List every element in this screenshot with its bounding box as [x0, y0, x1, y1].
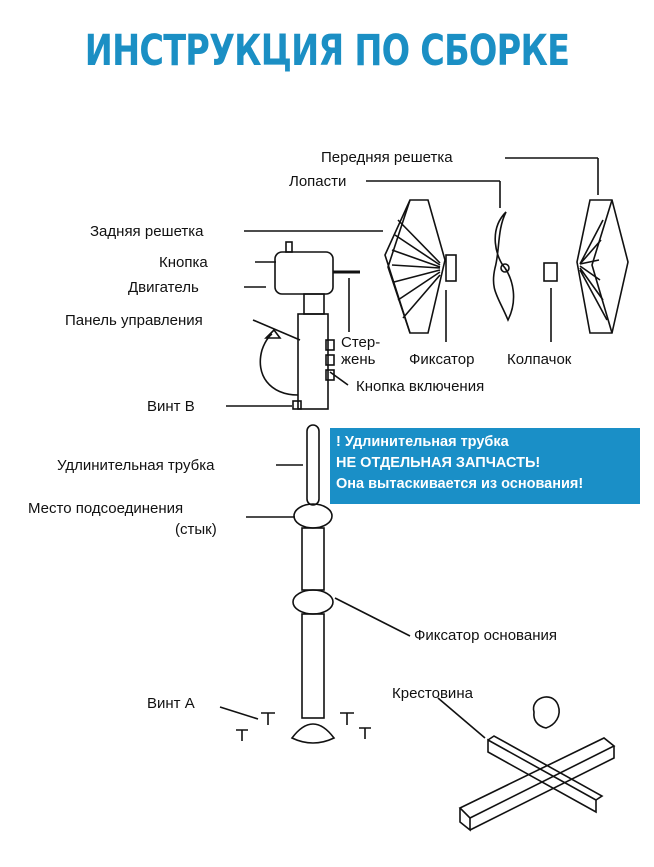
label-retainer: Фиксатор: [409, 351, 475, 368]
control-body: [259, 313, 335, 410]
page-title: ИНСТРУКЦИЯ ПО СБОРКЕ: [84, 26, 570, 76]
warning-line-3: Она вытаскивается из основания!: [336, 476, 584, 492]
cap-part: [543, 262, 558, 282]
leader-cross-base: [437, 697, 486, 739]
leader-base-retainer: [334, 597, 411, 637]
label-power-button: Кнопка включения: [356, 378, 485, 395]
label-rear-grille: Задняя решетка: [90, 223, 204, 240]
label-motor: Двигатель: [128, 279, 199, 296]
blades: [492, 211, 515, 322]
label-cap: Колпачок: [507, 351, 572, 368]
pole: [290, 424, 336, 744]
label-cross-base: Крестовина: [392, 685, 473, 702]
rear-grille: [384, 199, 446, 334]
label-rod-2: жень: [341, 351, 376, 368]
label-control-panel: Панель управления: [65, 312, 203, 329]
leader-screw-a: [219, 706, 259, 720]
label-joint-1: Место подсоединения: [28, 500, 184, 517]
label-rod-1: Стер-: [341, 334, 381, 351]
label-front-grille: Передняя решетка: [321, 149, 453, 166]
cross-base: [458, 735, 616, 832]
label-joint-2: (стык): [175, 521, 217, 538]
warning-line-2: НЕ ОТДЕЛЬНАЯ ЗАПЧАСТЬ!: [336, 455, 541, 471]
leader-control-panel: [252, 319, 301, 341]
label-button: Кнопка: [159, 254, 208, 271]
label-extension-tube: Удлинительная трубка: [57, 457, 215, 474]
label-screw-b: Винт В: [147, 398, 195, 415]
label-base-retainer: Фиксатор основания: [414, 627, 557, 644]
warning-note: ! Удлинительная трубка НЕ ОТДЕЛЬНАЯ ЗАПЧ…: [330, 428, 640, 504]
warning-line-1: ! Удлинительная трубка: [336, 434, 509, 450]
base-retainer-part: [532, 696, 560, 729]
label-screw-a: Винт А: [147, 695, 195, 712]
label-blades: Лопасти: [289, 173, 347, 190]
retainer-part: [445, 254, 457, 282]
leader-power-button: [329, 371, 349, 386]
motor-head: [274, 241, 360, 315]
screws-a: [236, 712, 371, 741]
front-grille: [576, 199, 629, 334]
